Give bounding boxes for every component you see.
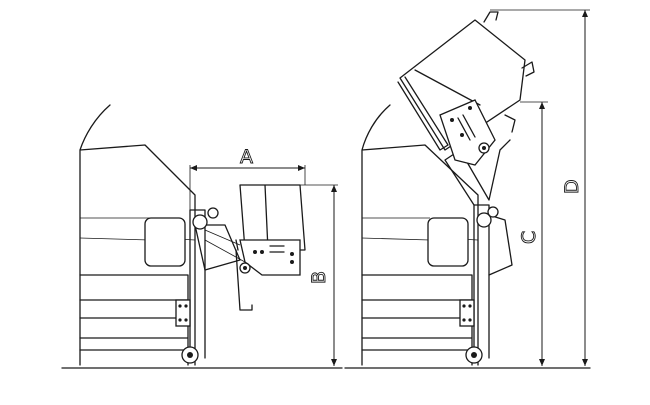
left-bin bbox=[239, 184, 306, 251]
right-pivot-small bbox=[487, 206, 499, 218]
left-view: A B bbox=[61, 104, 343, 369]
label-c: C bbox=[518, 231, 540, 244]
left-bolt-plate bbox=[175, 299, 191, 327]
right-bolt-plate bbox=[459, 299, 475, 327]
label-b: B bbox=[308, 271, 330, 284]
left-bumper bbox=[79, 274, 189, 366]
right-view: C D bbox=[344, 9, 591, 369]
left-linkage bbox=[204, 229, 246, 263]
right-bin-lip bbox=[504, 114, 516, 133]
right-bin-plate bbox=[439, 99, 496, 166]
label-d: D bbox=[561, 179, 583, 194]
right-side-arm bbox=[488, 214, 513, 276]
left-swing-arm bbox=[194, 224, 241, 271]
left-tail-light bbox=[144, 217, 186, 267]
left-pivot-small bbox=[207, 207, 219, 219]
right-plate-slot bbox=[457, 114, 476, 141]
left-truck-body bbox=[79, 104, 196, 366]
right-chassis-line bbox=[361, 237, 431, 241]
right-tilt-arm bbox=[444, 139, 511, 206]
right-bin-lid bbox=[397, 76, 449, 151]
left-hanger-bar bbox=[235, 239, 253, 311]
left-plate-slot bbox=[269, 245, 285, 253]
right-bumper bbox=[361, 274, 473, 366]
left-bin-plate bbox=[239, 239, 301, 276]
left-lifter-frame bbox=[189, 209, 206, 359]
right-bin-handle bbox=[521, 61, 535, 77]
right-wheel-hub bbox=[471, 352, 477, 358]
right-bin bbox=[399, 19, 526, 151]
left-wheel-hub bbox=[187, 352, 193, 358]
right-tail-light bbox=[427, 217, 469, 267]
right-pivot bbox=[476, 212, 492, 228]
left-chassis-line bbox=[79, 237, 151, 241]
left-pivot bbox=[192, 214, 208, 230]
label-a: A bbox=[240, 146, 253, 168]
right-bin-handle bbox=[483, 11, 499, 23]
right-lifter-frame bbox=[473, 204, 490, 359]
